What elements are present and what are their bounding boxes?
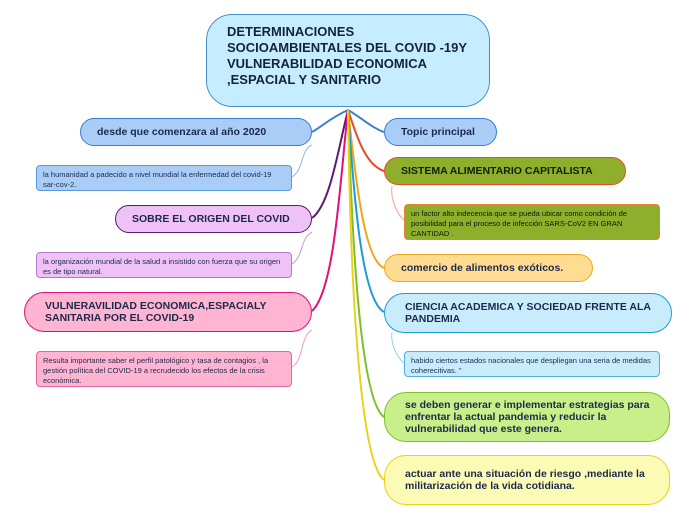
topic-label: SOBRE EL ORIGEN DEL COVID [132, 213, 290, 225]
link-left-2 [311, 109, 349, 312]
topic-label: se deben generar e implementar estrategi… [405, 399, 650, 435]
link-right-5 [347, 109, 385, 481]
note-estados-nacionales[interactable]: habido ciertos estados nacionales que de… [404, 351, 660, 377]
link-right-2 [347, 109, 385, 269]
topic-principal[interactable]: Topic principal [384, 118, 497, 146]
topic-label: comercio de alimentos exóticos. [401, 262, 564, 274]
link-right-3 [347, 109, 385, 313]
central-topic-title: DETERMINACIONES SOCIOAMBIENTALES DEL COV… [227, 24, 467, 87]
link-right-0 [347, 109, 385, 133]
link-note-right-3 [391, 331, 405, 364]
link-right-1 [347, 109, 385, 172]
note-text: habido ciertos estados nacionales que de… [411, 356, 651, 375]
topic-label: desde que comenzara al año 2020 [97, 126, 267, 138]
note-oms[interactable]: la organización mundial de la salud a in… [36, 252, 292, 278]
topic-vulnerabilidad[interactable]: VULNERAVILIDAD ECONOMICA,ESPACIALY SANIT… [24, 292, 312, 332]
link-left-1 [311, 109, 349, 219]
link-left-0 [311, 109, 349, 133]
link-note-right-1 [391, 185, 405, 221]
topic-desde-2020[interactable]: desde que comenzara al año 2020 [80, 118, 312, 146]
note-text: un factor alto indecencia que se pueda u… [411, 209, 627, 238]
link-note-left-1 [291, 231, 313, 265]
topic-label: CIENCIA ACADEMICA Y SOCIEDAD FRENTE ALA … [405, 301, 651, 325]
topic-label: Topic principal [401, 126, 475, 138]
topic-alimentos-exoticos[interactable]: comercio de alimentos exóticos. [384, 254, 593, 282]
note-text: Resulta importante saber el perfil patol… [43, 356, 269, 385]
note-humanidad[interactable]: la humanidad a padecido a nivel mundial … [36, 165, 292, 191]
note-perfil-patologico[interactable]: Resulta importante saber el perfil patol… [36, 351, 292, 387]
topic-label: SISTEMA ALIMENTARIO CAPITALISTA [401, 165, 593, 177]
topic-estrategias[interactable]: se deben generar e implementar estrategi… [384, 392, 670, 442]
link-note-left-2 [291, 329, 313, 368]
note-factor-alto[interactable]: un factor alto indecencia que se pueda u… [404, 204, 660, 240]
topic-ciencia-academica[interactable]: CIENCIA ACADEMICA Y SOCIEDAD FRENTE ALA … [384, 293, 672, 333]
topic-label: actuar ante una situación de riesgo ,med… [405, 468, 645, 492]
topic-origen-covid[interactable]: SOBRE EL ORIGEN DEL COVID [115, 205, 312, 233]
link-note-left-0 [291, 144, 313, 178]
topic-militarizacion[interactable]: actuar ante una situación de riesgo ,med… [384, 455, 670, 505]
topic-sistema-alimentario[interactable]: SISTEMA ALIMENTARIO CAPITALISTA [384, 157, 626, 185]
central-topic[interactable]: DETERMINACIONES SOCIOAMBIENTALES DEL COV… [206, 14, 490, 107]
note-text: la humanidad a padecido a nivel mundial … [43, 170, 272, 189]
note-text: la organización mundial de la salud a in… [43, 257, 281, 276]
topic-label: VULNERAVILIDAD ECONOMICA,ESPACIALY SANIT… [45, 300, 267, 324]
